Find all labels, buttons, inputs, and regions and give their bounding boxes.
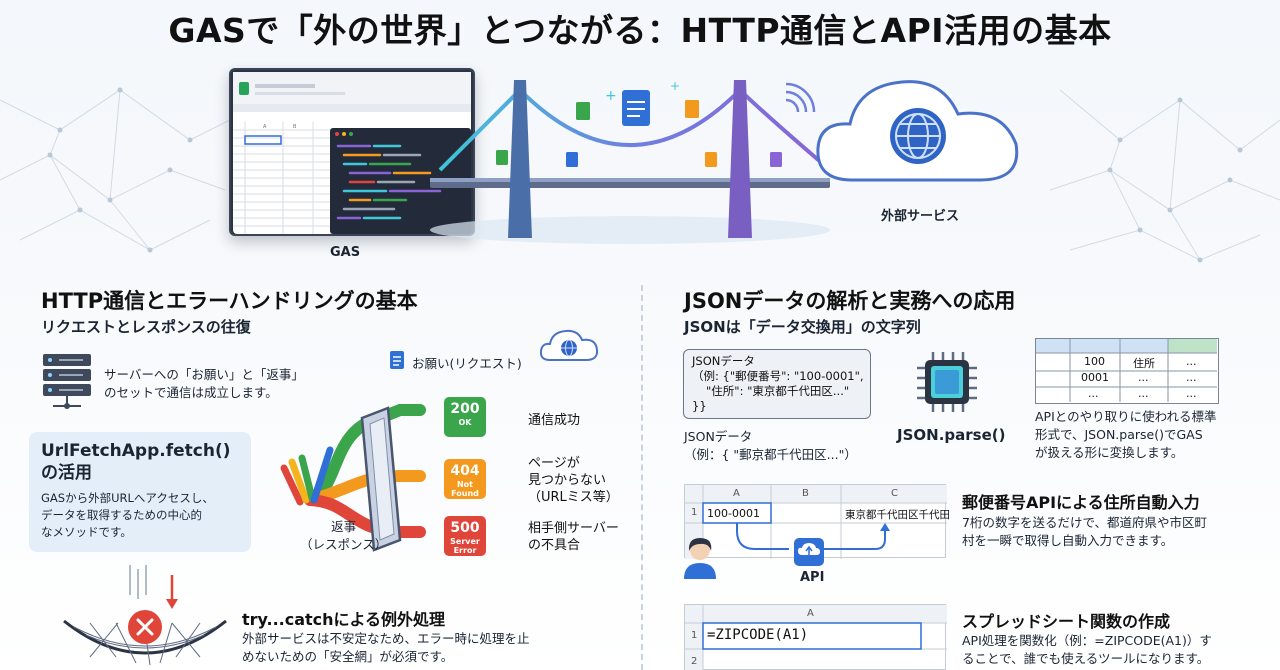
chip-icon (917, 352, 977, 412)
json-caption: JSONデータ （例：{ "郵京都千代田区..."） (684, 429, 857, 462)
formula-text: =ZIPCODE(A1) (707, 627, 809, 643)
api-label: API (800, 570, 825, 585)
safety-net-icon (63, 565, 227, 666)
status-500-label: 相手側サーバー の不具合 (528, 521, 619, 553)
left-heading: HTTP通信とエラーハンドリングの基本 (41, 289, 418, 313)
svg-text:B: B (293, 124, 297, 130)
data-table: 100 住所 ... 0001 ... ... ... ... ... (1035, 338, 1219, 404)
formula-spreadsheet: A 1 2 =ZIPCODE(A1) (684, 604, 947, 670)
status-500-card: 500 Server Error (444, 516, 486, 556)
status-404-label: ページが 見つからない （URLミス等） (528, 456, 619, 505)
cloud-icon (816, 80, 1019, 182)
right-heading: JSONデータの解析と実務への応用 (684, 289, 1016, 313)
card-body: GASから外部URLへアクセスし、 データを取得するための中心的 なメソッドです… (41, 491, 214, 539)
try-catch-title: try...catchによる例外処理 (242, 610, 446, 629)
json-parse-label: JSON.parse() (897, 426, 1006, 444)
card-title: UrlFetchApp.fetch() の活用 (41, 441, 231, 483)
network-background (0, 87, 1280, 263)
table-description: APIとのやり取りに使われる標準 形式で、JSON.parse()でGAS が扱… (1035, 409, 1217, 460)
try-catch-body: 外部サービスは不安定なため、エラー時に処理を止 めないための「安全網」が必須です… (242, 631, 530, 664)
svg-text:+: + (605, 88, 617, 104)
function-body: API処理を関数化（例：=ZIPCODE(A1)）す ることで、誰でも使えるツー… (962, 633, 1212, 666)
response-label: 返事 （レスポンス） (300, 519, 388, 552)
zipcode-title: 郵便番号APIによる住所自動入力 (962, 493, 1200, 512)
user-icon (684, 538, 716, 579)
external-service-label: 外部サービス (881, 209, 960, 224)
server-icon (43, 354, 91, 409)
zipcode-body: 7桁の数字を送るだけで、都道府県や市区町 村を一瞬で取得し自動入力できます。 (962, 515, 1207, 548)
server-text: サーバーへの「お願い」と「返事」 のセットで通信は成立します。 (104, 367, 304, 400)
urlfetch-card (29, 432, 251, 552)
gas-label: GAS (330, 245, 361, 260)
request-label: お願い(リクエスト) (412, 356, 522, 371)
json-example-box: JSONデータ （例: {"郵便番号": "100-0001", "住所": "… (683, 349, 871, 419)
left-subheading: リクエストとレスポンスの往復 (41, 318, 251, 336)
status-200-card: 200 OK (444, 397, 486, 437)
small-cloud-icon (539, 329, 599, 361)
api-icon (794, 538, 824, 566)
response-flow (280, 404, 426, 552)
status-404-card: 404 Not Found (444, 459, 486, 499)
status-200-label: 通信成功 (528, 413, 581, 428)
document-icon (390, 351, 404, 369)
section-divider (641, 285, 643, 670)
page-title: GASで「外の世界」とつながる：HTTP通信とAPI活用の基本 (168, 11, 1112, 50)
svg-text:+: + (670, 79, 680, 93)
right-subheading: JSONは「データ交換用」の文字列 (684, 318, 921, 336)
function-title: スプレッドシート関数の作成 (962, 612, 1171, 631)
svg-text:A: A (263, 124, 267, 130)
bridge-illustration: ++ (430, 79, 832, 244)
